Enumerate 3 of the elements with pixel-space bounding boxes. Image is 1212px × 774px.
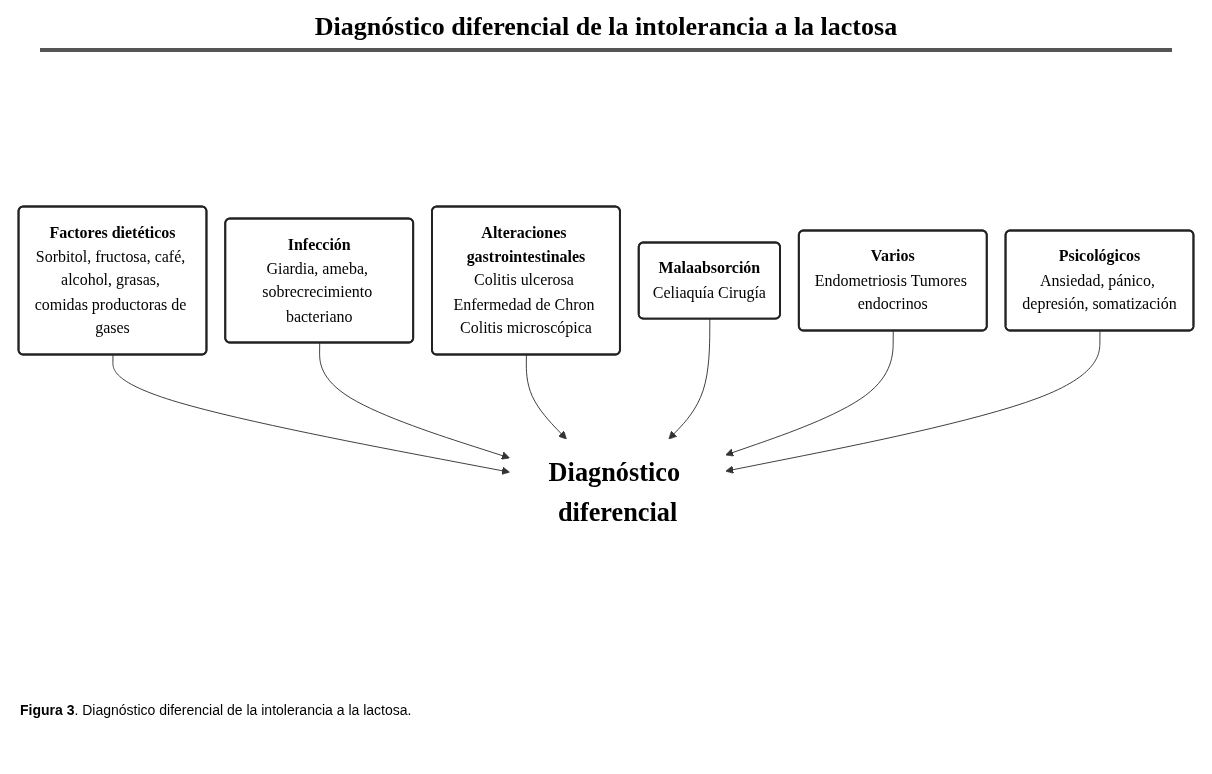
node-text: Diagnóstico diferencial	[548, 457, 681, 527]
figure-caption: Figura 3. Diagnóstico diferencial de la intolerancia a la lactosa.	[20, 702, 413, 718]
diagram-title: Diagnóstico diferencial de la intolerancia a la lactosa	[40, 12, 1172, 52]
